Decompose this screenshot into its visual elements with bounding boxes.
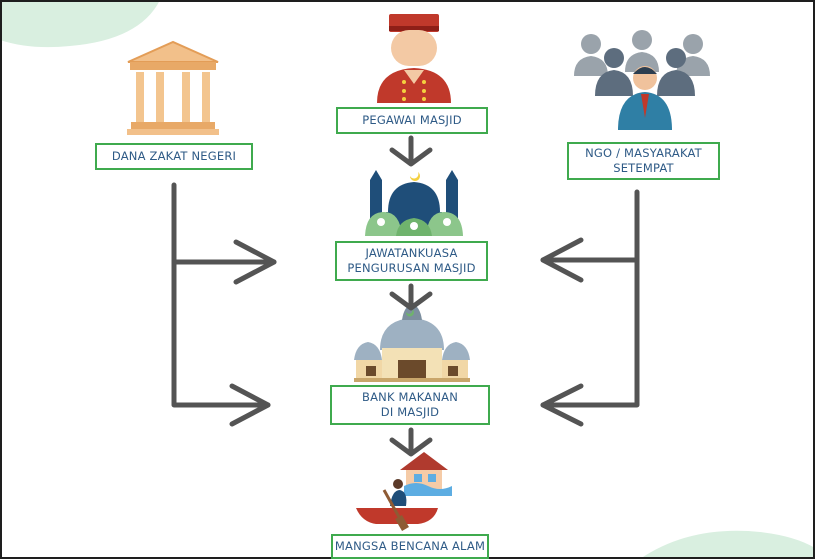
arrow-bank-to-mangsa: [389, 427, 433, 457]
node-jawatankuasa-line1: JAWATANKUASA: [365, 246, 458, 260]
corner-blob-bottom-right: [640, 530, 815, 559]
community-group-icon: [574, 30, 710, 130]
arrow-pegawai-to-jawatankuasa: [389, 135, 433, 167]
node-jawatankuasa-line2: PENGURUSAN MASJID: [347, 261, 476, 275]
node-ngo-line1: NGO / MASYARAKAT: [585, 146, 702, 160]
node-ngo: NGO / MASYARAKAT SETEMPAT: [567, 142, 720, 180]
mosque-officer-icon: [377, 14, 451, 103]
node-ngo-line2: SETEMPAT: [613, 161, 674, 175]
node-mangsa-bencana-label: MANGSA BENCANA ALAM: [334, 539, 486, 553]
arrow-ngo-branch: [540, 189, 640, 427]
government-building-icon: [127, 40, 219, 135]
node-pegawai-masjid-label: PEGAWAI MASJID: [362, 113, 462, 127]
corner-blob-top-left: [0, 0, 160, 48]
node-dana-zakat-label: DANA ZAKAT NEGERI: [111, 149, 237, 163]
node-bank-makanan-line2: DI MASJID: [380, 405, 440, 419]
node-dana-zakat: DANA ZAKAT NEGERI: [95, 143, 253, 170]
flood-victim-icon: [356, 452, 452, 532]
arrow-dana-zakat-branch: [171, 182, 277, 427]
node-bank-makanan: BANK MAKANAN DI MASJID: [330, 385, 490, 425]
node-pegawai-masjid: PEGAWAI MASJID: [336, 107, 488, 134]
mosque-building-icon: [354, 304, 470, 382]
arrow-jawatankuasa-to-bank: [389, 283, 433, 311]
node-jawatankuasa: JAWATANKUASA PENGURUSAN MASJID: [335, 241, 488, 281]
node-bank-makanan-line1: BANK MAKANAN: [361, 390, 459, 404]
mosque-committee-icon: [365, 170, 463, 236]
node-mangsa-bencana: MANGSA BENCANA ALAM: [331, 534, 489, 559]
